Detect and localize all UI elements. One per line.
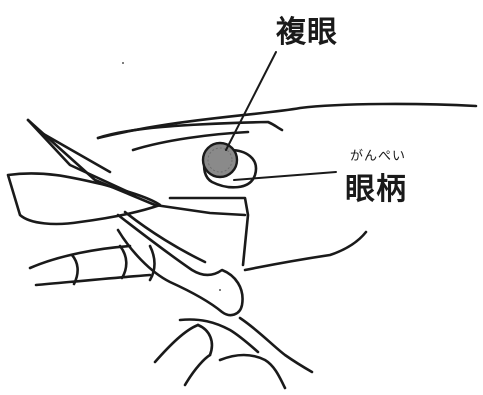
compound-eye-leader [226,52,276,150]
antennule-joint-1 [72,255,78,284]
leg-segment-2 [198,325,212,355]
rostrum-lower [28,120,135,195]
antennule-segment-2 [36,275,150,285]
scan-dot [122,62,124,64]
appendage-upper [118,215,243,315]
leg-segment-3 [155,325,198,362]
eyestalk-reading: がんぺい [350,150,406,163]
eyestalk-leader [234,172,336,180]
leg-segment-5 [220,355,285,388]
head-lower [245,232,366,270]
antennule-joint-2 [120,246,126,278]
antennule-segment-1 [30,246,130,268]
carapace-outline [98,104,476,138]
eyestalk-label: 眼柄 [345,175,407,205]
carapace-upper-edge [98,122,282,138]
leg-segment-1 [180,319,258,352]
scan-dot [219,289,221,291]
compound-eye-label: 複眼 [276,18,338,48]
leg-segment-4 [185,355,210,385]
